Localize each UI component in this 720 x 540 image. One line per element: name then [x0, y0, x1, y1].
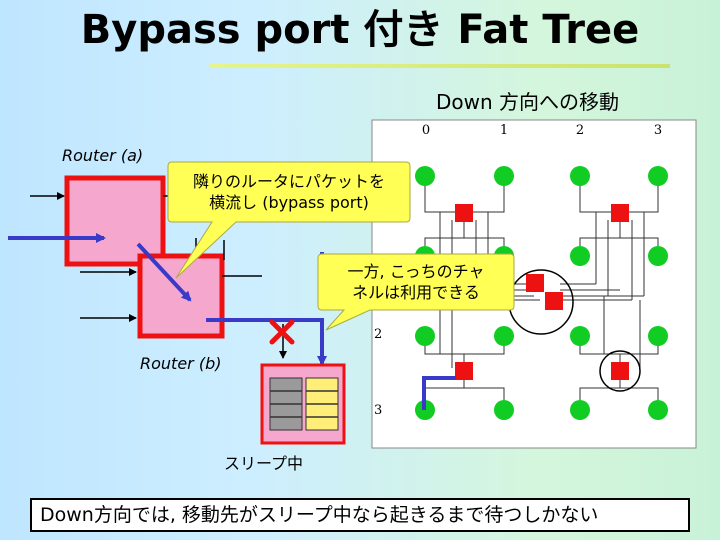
tree-col-label: 3 [654, 123, 662, 138]
callout-channel-line2: ネルは利用できる [352, 283, 480, 302]
packet-arrow-down [206, 318, 327, 366]
blocked-x-icon [269, 319, 295, 345]
highlight-circle [599, 350, 641, 392]
node [570, 326, 590, 346]
switch [455, 204, 473, 222]
node [648, 246, 668, 266]
node [570, 400, 590, 420]
switch [611, 204, 629, 222]
callout-channel-line1: 一方, こっちのチャ [347, 262, 485, 281]
tree-col-label: 2 [576, 123, 584, 138]
node [415, 166, 435, 186]
router-b-label: Router (b) [140, 354, 222, 373]
router-a-label: Router (a) [62, 146, 144, 165]
slide-title: Bypass port 付き Fat Tree [80, 7, 640, 53]
tree-col-label: 0 [422, 123, 430, 138]
node [494, 326, 514, 346]
title-underline [210, 64, 670, 68]
packet-arrow-bypass [136, 242, 192, 302]
node [494, 166, 514, 186]
callout-bypass-text: 隣りのルータにパケットを 横流し (bypass port) [168, 171, 410, 213]
callout-bypass-line1: 隣りのルータにパケットを [192, 172, 385, 191]
footer-note: Down方向では, 移動先がスリープ中なら起きるまで待つしかない [30, 498, 690, 532]
sleep-label: スリープ中 [224, 454, 304, 473]
tree-row-label: 3 [374, 403, 382, 418]
node [415, 326, 435, 346]
node [648, 166, 668, 186]
router-b [137, 253, 225, 339]
node [648, 400, 668, 420]
tree-row-label: 2 [374, 327, 382, 342]
callout-channel-text: 一方, こっちのチャ ネルは利用できる [318, 261, 514, 303]
callout-channel [317, 253, 515, 331]
node [570, 246, 590, 266]
switch [455, 362, 473, 380]
callout-bypass-line2: 横流し (bypass port) [209, 193, 369, 212]
node [648, 326, 668, 346]
callout-bypass [167, 161, 411, 279]
node [570, 166, 590, 186]
tree-col-label: 1 [500, 123, 508, 138]
switch [611, 362, 629, 380]
node [494, 400, 514, 420]
switch [545, 292, 563, 310]
tree-packet-path [422, 376, 456, 410]
tree-switches [455, 204, 629, 380]
switch [526, 274, 544, 292]
tree-diagram-caption: Down 方向への移動 [436, 90, 620, 114]
router-a [64, 175, 166, 267]
